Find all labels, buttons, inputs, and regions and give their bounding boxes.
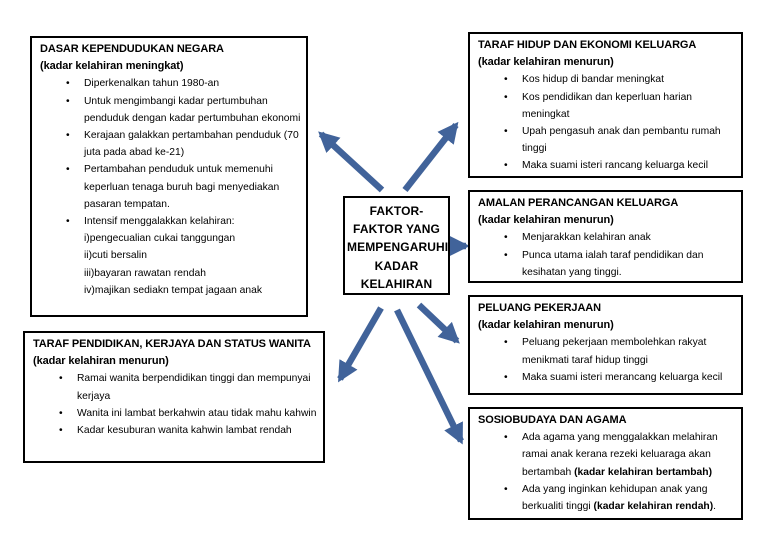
- box-sosiobudaya-agama: SOSIOBUDAYA DAN AGAMA Ada agama yang men…: [468, 407, 743, 520]
- center-line: MEMPENGARUHI: [347, 240, 449, 255]
- box-subtitle: (kadar kelahiran menurun): [478, 56, 614, 69]
- box-title: AMALAN PERANCANGAN KELUARGA: [478, 197, 679, 209]
- bullet-list: Kos hidup di bandar meningkat Kos pendid…: [478, 71, 736, 174]
- center-line: FAKTOR-: [369, 204, 424, 218]
- list-item: Pertambahan penduduk untuk memenuhi kepe…: [64, 161, 301, 213]
- sub-list-item: iv)majikan sediakn tempat jagaan anak: [84, 284, 263, 296]
- bullet-list: Diperkenalkan tahun 1980-an Untuk mengim…: [40, 75, 301, 230]
- list-item: Upah pengasuh anak dan pembantu rumah ti…: [502, 123, 736, 157]
- box-subtitle: (kadar kelahiran menurun): [478, 319, 614, 332]
- box-center-topic: FAKTOR- FAKTOR YANG MEMPENGARUHI KADAR K…: [343, 196, 450, 295]
- list-item: Ramai wanita berpendidikan tinggi dan me…: [57, 370, 318, 404]
- arrow-center-to-taraf-hidup: [402, 121, 459, 193]
- box-taraf-hidup-ekonomi: TARAF HIDUP DAN EKONOMI KELUARGA (kadar …: [468, 32, 743, 178]
- list-item: Menjarakkan kelahiran anak: [502, 229, 736, 246]
- bullet-bold-text: (kadar kelahiran bertambah): [574, 466, 713, 478]
- list-item: Maka suami isteri merancang keluarga kec…: [502, 369, 736, 386]
- box-amalan-perancangan: AMALAN PERANCANGAN KELUARGA (kadar kelah…: [468, 190, 743, 283]
- sub-list-item: i)pengecualian cukai tanggungan: [84, 233, 236, 245]
- list-item: Maka suami isteri rancang keluarga kecil: [502, 157, 736, 174]
- center-line: KADAR: [374, 258, 419, 273]
- box-taraf-pendidikan-wanita: TARAF PENDIDIKAN, KERJAYA DAN STATUS WAN…: [23, 331, 325, 463]
- list-item: Kos pendidikan dan keperluan harian meni…: [502, 89, 736, 123]
- list-item: Wanita ini lambat berkahwin atau tidak m…: [57, 405, 318, 422]
- bullet-text: Ada yang inginkan kehidupan anak yang be…: [522, 483, 708, 513]
- list-item: Punca utama ialah taraf pendidikan dan k…: [502, 247, 736, 281]
- bullet-list: Ramai wanita berpendidikan tinggi dan me…: [33, 370, 318, 439]
- box-title: SOSIOBUDAYA DAN AGAMA: [478, 414, 627, 426]
- box-title: TARAF PENDIDIKAN, KERJAYA DAN STATUS WAN…: [33, 338, 311, 350]
- list-item: Kos hidup di bandar meningkat: [502, 71, 736, 88]
- bullet-bold-text: (kadar kelahiran rendah): [593, 501, 714, 513]
- bullet-list: Ada agama yang menggalakkan melahiran ra…: [478, 429, 736, 515]
- list-item: Ada yang inginkan kehidupan anak yang be…: [502, 481, 736, 515]
- arrow-center-to-pendidikan: [337, 306, 384, 383]
- box-dasar-kependudukan: DASAR KEPENDUDUKAN NEGARA (kadar kelahir…: [30, 36, 308, 317]
- box-subtitle: (kadar kelahiran menurun): [33, 355, 169, 368]
- center-line: FAKTOR YANG: [353, 222, 440, 237]
- box-title: DASAR KEPENDUDUKAN NEGARA: [40, 43, 224, 55]
- center-line: KELAHIRAN: [360, 276, 433, 291]
- box-peluang-pekerjaan: PELUANG PEKERJAAN (kadar kelahiran menur…: [468, 295, 743, 395]
- arrow-center-to-sosio: [394, 308, 464, 445]
- list-item: Peluang pekerjaan membolehkan rakyat men…: [502, 334, 736, 368]
- list-item: Untuk mengimbangi kadar pertumbuhan pend…: [64, 93, 301, 127]
- sub-list-item: ii)cuti bersalin: [84, 250, 147, 262]
- list-item: Ada agama yang menggalakkan melahiran ra…: [502, 429, 736, 481]
- list-item: Kadar kesuburan wanita kahwin lambat ren…: [57, 422, 318, 439]
- bullet-text: Ada agama yang menggalakkan melahiran ra…: [522, 432, 718, 478]
- list-item: Kerajaan galakkan pertambahan penduduk (…: [64, 127, 301, 161]
- sub-list: i)pengecualian cukai tanggungan ii)cuti …: [40, 230, 301, 299]
- bullet-list: Peluang pekerjaan membolehkan rakyat men…: [478, 334, 736, 386]
- bullet-text: .: [713, 501, 717, 513]
- arrow-center-to-peluang: [416, 302, 460, 344]
- bullet-list: Menjarakkan kelahiran anak Punca utama i…: [478, 229, 736, 281]
- list-item: Diperkenalkan tahun 1980-an: [64, 75, 301, 92]
- box-title: PELUANG PEKERJAAN: [478, 302, 601, 314]
- arrow-center-to-dasar: [318, 131, 385, 193]
- box-subtitle: (kadar kelahiran meningkat): [40, 60, 184, 73]
- box-title: TARAF HIDUP DAN EKONOMI KELUARGA: [478, 39, 697, 51]
- sub-list-item: iii)bayaran rawatan rendah: [84, 267, 206, 279]
- box-subtitle: (kadar kelahiran menurun): [478, 214, 614, 227]
- list-item: Intensif menggalakkan kelahiran:: [64, 213, 301, 230]
